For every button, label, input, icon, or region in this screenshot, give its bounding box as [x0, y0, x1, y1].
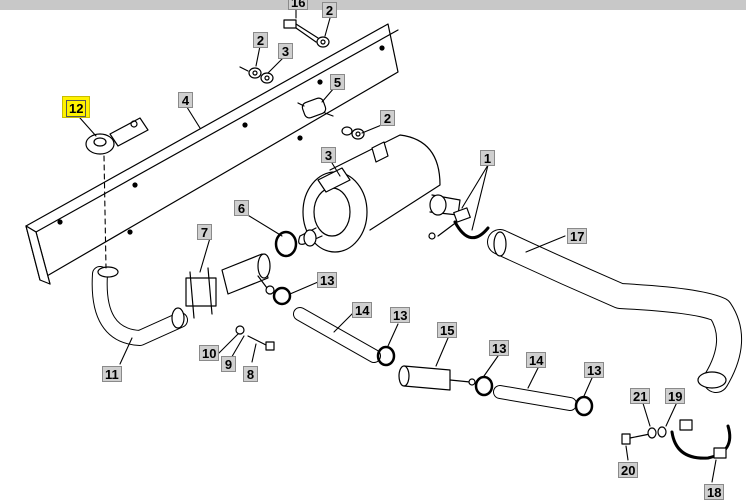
elbow-pipe-11 [91, 266, 188, 346]
callout-3-left[interactable]: 3 [278, 43, 293, 59]
hose-clamp-13a [272, 286, 292, 306]
callout-12-label: 12 [66, 100, 87, 117]
callout-1[interactable]: 1 [480, 150, 495, 166]
hose-clamp-13c [474, 375, 494, 397]
callout-16[interactable]: 16 [288, 0, 309, 10]
callout-4[interactable]: 4 [178, 92, 193, 108]
bolt-20 [621, 433, 651, 445]
callout-13-c[interactable]: 13 [489, 340, 510, 356]
callout-5[interactable]: 5 [330, 74, 345, 90]
callout-13-d[interactable]: 13 [584, 362, 605, 378]
fitting-15 [398, 365, 476, 391]
top-bar [0, 0, 746, 10]
hose-clamp-13b [376, 345, 396, 367]
clamp-1 [428, 207, 490, 240]
mounting-bracket [25, 23, 399, 285]
callout-14-b[interactable]: 14 [526, 352, 547, 368]
callout-2-right[interactable]: 2 [380, 110, 395, 126]
callout-3-right[interactable]: 3 [321, 147, 336, 163]
bolt-16 [283, 19, 319, 43]
callout-12-highlighted[interactable]: 12 [62, 96, 91, 118]
callout-11[interactable]: 11 [102, 366, 122, 382]
callout-10[interactable]: 10 [199, 345, 220, 361]
callout-13-a[interactable]: 13 [317, 272, 338, 288]
callout-2-top[interactable]: 2 [322, 2, 337, 18]
washer-3-right [341, 126, 353, 136]
nut-2-right [351, 128, 365, 140]
callout-7[interactable]: 7 [197, 224, 212, 240]
nut-2-left [239, 66, 262, 79]
hose-clamp-6 [274, 230, 298, 258]
muffler [298, 134, 461, 253]
washer-10 [235, 325, 245, 335]
hose-clamp-13d [574, 395, 594, 417]
callout-2-left[interactable]: 2 [253, 32, 268, 48]
nut-2-top [316, 36, 330, 48]
hose-14a [293, 307, 381, 363]
callout-15[interactable]: 15 [437, 322, 458, 338]
callout-17[interactable]: 17 [567, 228, 588, 244]
callout-9[interactable]: 9 [221, 356, 236, 372]
callout-19[interactable]: 19 [665, 388, 686, 404]
washer-19 [657, 426, 667, 438]
callout-18[interactable]: 18 [704, 484, 725, 500]
tee-6 [221, 253, 275, 295]
isolator-5 [297, 97, 334, 119]
callout-6[interactable]: 6 [234, 200, 249, 216]
callout-21[interactable]: 21 [630, 388, 651, 404]
leader-lines [79, 7, 717, 483]
callout-13-b[interactable]: 13 [390, 307, 411, 323]
isolator-12 [85, 117, 149, 155]
bolt-8 [247, 335, 275, 351]
callout-8[interactable]: 8 [243, 366, 258, 382]
callout-20[interactable]: 20 [618, 462, 639, 478]
clamp-7 [185, 267, 217, 319]
callout-14-a[interactable]: 14 [352, 302, 373, 318]
hose-14b [493, 385, 577, 411]
exhaust-pipe-17 [487, 229, 743, 393]
washer-21 [647, 427, 657, 439]
clamp-18 [670, 419, 732, 460]
washer-3-left [260, 72, 274, 84]
